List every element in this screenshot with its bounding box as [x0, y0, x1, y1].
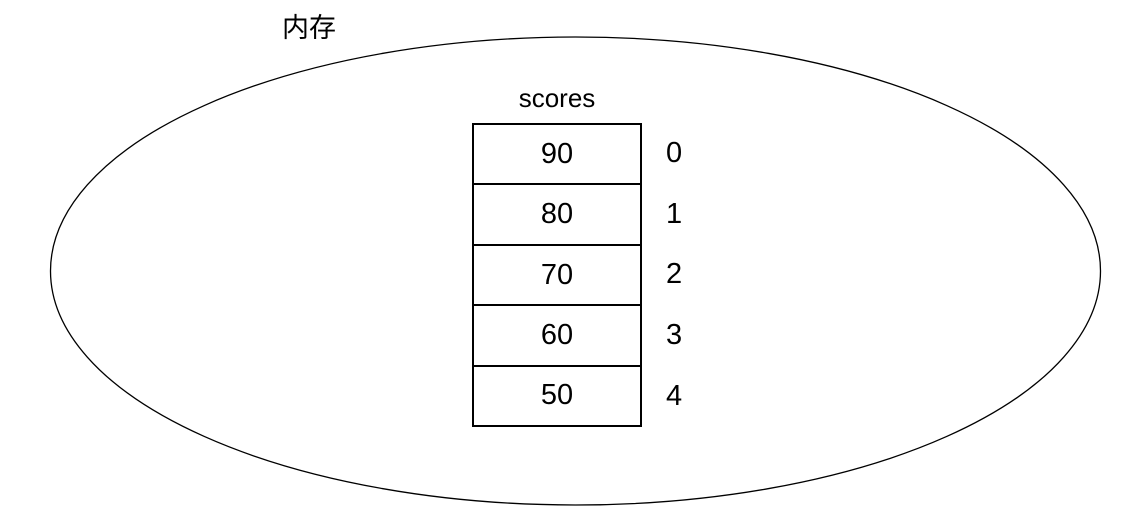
- memory-label: 内存: [282, 13, 336, 43]
- array-box: 90 80 70 60 50: [472, 123, 642, 427]
- array-index: 1: [666, 197, 683, 230]
- array-index: 4: [666, 380, 683, 413]
- array-cell: 50: [474, 364, 640, 425]
- array-index: 0: [666, 136, 683, 169]
- array-name-label: scores: [518, 83, 596, 113]
- array-cell: 70: [474, 243, 640, 304]
- array-cell: 80: [474, 183, 640, 243]
- array-cell: 60: [474, 304, 640, 364]
- array-index: 3: [666, 319, 683, 352]
- array-cell: 90: [540, 137, 574, 170]
- array-index: 2: [666, 258, 683, 291]
- array-index-column: 0 1 2 3 4: [666, 123, 706, 427]
